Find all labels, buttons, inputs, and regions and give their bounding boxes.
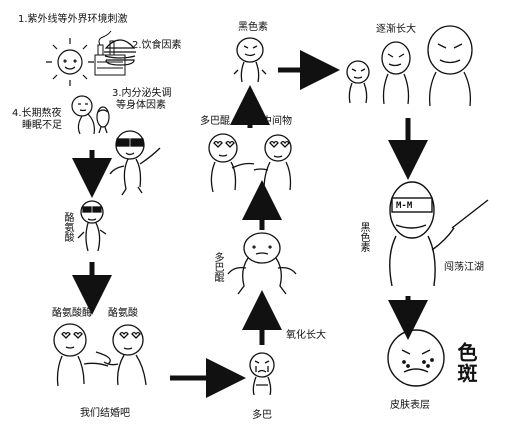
factor-diet: 2.饮食因素 [132, 40, 182, 51]
love-arrow [95, 351, 111, 365]
sunglasses-person [109, 130, 161, 196]
grow-up-label: 逐渐长大 [376, 24, 416, 35]
flow-arrows [72, 50, 428, 398]
spot-label: 色斑 [454, 342, 478, 384]
marry-label: 我们结婚吧 [80, 408, 130, 419]
intermediate-pair [208, 133, 292, 193]
dopa-quinone-label: 多巴醌 [200, 116, 230, 127]
skin-surface-label: 皮肤表层 [390, 400, 430, 411]
melanin-label: 黑色素 [238, 22, 268, 33]
factor-sleep-2: 睡眠不足 [22, 120, 62, 131]
factor-endocrine-2: 等身体因素 [116, 100, 166, 111]
cool-melanin-person [389, 181, 489, 287]
dopaquinone-person [227, 232, 297, 295]
oxidation-label: 氧化长大 [286, 330, 326, 341]
roam-label: 闯荡江湖 [444, 262, 484, 273]
tyrosine-label: 酪氨酸 [62, 212, 73, 242]
melanin-vertical-label: 黑色素 [358, 222, 369, 252]
melanin-person [233, 37, 267, 83]
glasses-text: M-M [396, 201, 413, 211]
growing-group [346, 25, 473, 107]
dopa-label: 多巴 [252, 410, 272, 421]
endocrine-person [96, 106, 110, 134]
factor-endocrine-1: 3.内分泌失调 [112, 88, 172, 99]
factory-icon [94, 30, 126, 76]
tyrosine-pair-label: 酪氨酸 [108, 308, 138, 319]
factor-sleep-1: 4.长期熬夜 [12, 108, 62, 119]
dopa-person [249, 352, 275, 396]
spot-face [387, 329, 445, 387]
couple-figures [53, 323, 147, 387]
sun-icon [46, 38, 94, 86]
sleepy-person [71, 95, 95, 135]
burger-icon [104, 39, 136, 66]
factor-uv: 1.紫外线等外界环境刺激 [18, 14, 128, 25]
tyrosine-person [77, 200, 107, 252]
intermediate-label: 中间物 [262, 116, 292, 127]
dopaquinone-label: 多巴醌 [212, 252, 223, 282]
tyrosinase-label: 酪氨酸酶 [52, 308, 92, 319]
